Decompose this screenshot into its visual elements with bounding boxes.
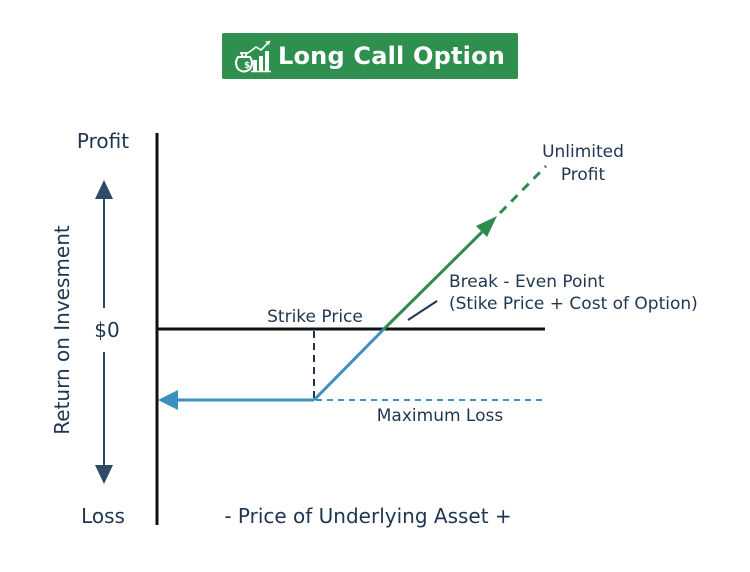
break-even-label-line2: (Stike Price + Cost of Option) — [449, 294, 698, 314]
title-banner: $ Long Call Option — [222, 33, 518, 79]
unlimited-profit-label-line2: Profit — [561, 165, 606, 185]
loss-arrow-down-icon — [95, 465, 113, 484]
profit-arrow-up-icon — [95, 180, 113, 199]
profit-arrow-icon — [476, 216, 497, 237]
break-even-pointer — [407, 300, 438, 321]
maximum-loss-label: Maximum Loss — [377, 406, 504, 426]
loss-label: Loss — [81, 504, 125, 528]
zero-label: $0 — [94, 318, 119, 342]
page-title: Long Call Option — [278, 42, 506, 70]
x-axis-title: - Price of Underlying Asset + — [224, 504, 511, 528]
svg-text:$: $ — [244, 61, 250, 71]
unlimited-profit-label-line1: Unlimited — [542, 142, 624, 162]
break-even-label-line1: Break - Even Point — [449, 272, 605, 292]
loss-rising-line — [312, 327, 386, 402]
profit-label: Profit — [77, 129, 129, 153]
profit-line — [382, 230, 484, 331]
money-bag-chart-icon: $ — [235, 40, 271, 73]
y-axis-title: Return on Invesment — [50, 225, 74, 435]
loss-left-arrow-icon — [158, 390, 178, 410]
strike-price-label: Strike Price — [267, 307, 363, 327]
unlimited-profit-dashed-line — [498, 164, 548, 215]
